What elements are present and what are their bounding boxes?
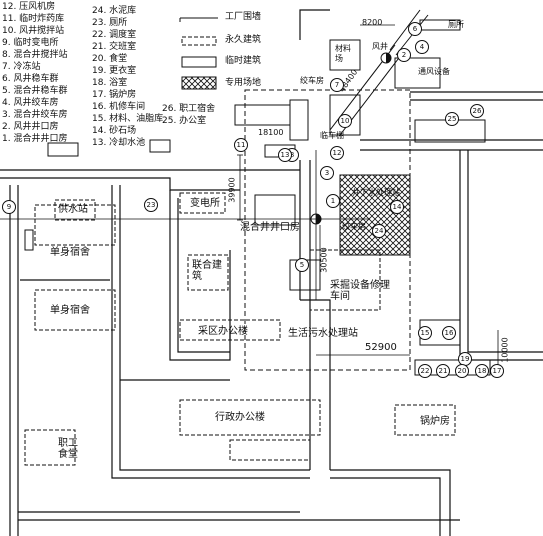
legend-item: 15. 材料、油脂库 (92, 114, 164, 124)
temporary-legend-label: 临时建筑 (225, 56, 262, 66)
marker-18: 18 (475, 364, 489, 378)
marker-21: 21 (436, 364, 450, 378)
dim-10000: 10000 (500, 337, 510, 363)
legend-item: 9. 临时变电所 (2, 38, 59, 48)
marker-12: 12 (330, 146, 344, 160)
legend-item: 19. 更衣室 (92, 66, 137, 76)
marker-2: 2 (397, 48, 411, 62)
marker-24: 24 (372, 224, 386, 238)
legend-item: 11. 临时炸药库 (2, 14, 65, 24)
legend-item: 25. 办公室 (162, 116, 207, 126)
permanent-legend-label: 永久建筑 (225, 35, 262, 45)
marker-6: 6 (408, 22, 422, 36)
fence-legend-label: 工厂围墙 (225, 12, 262, 22)
dim-39900: 39900 (227, 177, 237, 203)
label-mixed-shaft-house: 混合井井口房 (240, 222, 300, 233)
legend-item: 13. 冷却水池 (92, 138, 146, 148)
legend-item: 2. 风井井口房 (2, 122, 59, 132)
label-dorm-1: 单身宿舍 (50, 247, 90, 258)
label-winch-room: 绞车房 (342, 222, 366, 231)
label-canteen: 职工食堂 (58, 438, 78, 460)
label-boiler: 锅炉房 (420, 416, 450, 427)
label-shed-vertical: 井下水处理站 (352, 188, 400, 197)
legend-item: 5. 混合井稳车群 (2, 86, 68, 96)
marker-9: 9 (2, 200, 16, 214)
legend-item: 17. 锅炉房 (92, 90, 137, 100)
label-toilet: 厕所 (448, 20, 464, 29)
legend-item: 22. 调度室 (92, 30, 137, 40)
marker-14: 14 (390, 200, 404, 214)
legend-item: 14. 砂石场 (92, 126, 137, 136)
legend-item: 3. 混合井绞车房 (2, 110, 68, 120)
marker-22: 22 (418, 364, 432, 378)
marker-1: 1 (326, 194, 340, 208)
label-substation: 变电所 (190, 198, 220, 209)
label-water-station: 供水站 (58, 204, 88, 215)
legend-item: 12. 压风机房 (2, 2, 56, 12)
dim-18100: 18100 (258, 128, 284, 137)
dim-30500: 30500 (319, 247, 329, 273)
marker-4: 4 (415, 40, 429, 54)
marker-17: 17 (490, 364, 504, 378)
legend-item: 26. 职工宿舍 (162, 104, 216, 114)
label-wind-shaft: 风井 (372, 42, 388, 51)
dim-8200: 8200 (362, 18, 383, 27)
label-district-office: 采区办公楼 (198, 326, 248, 337)
legend-item: 24. 水泥库 (92, 6, 137, 16)
label-joint-building: 联合建筑 (192, 260, 222, 282)
legend-item: 6. 风井稳车群 (2, 74, 59, 84)
legend-item: 21. 交班室 (92, 42, 137, 52)
label-sewage: 生活污水处理站 (288, 328, 358, 339)
label-admin-office: 行政办公楼 (215, 412, 265, 423)
marker-10: 10 (338, 114, 352, 128)
legend-item: 4. 风井绞车房 (2, 98, 59, 108)
marker-15: 15 (418, 326, 432, 340)
marker-7: 7 (330, 78, 344, 92)
marker-13: 13 (278, 148, 292, 162)
legend-item: 16. 机修车间 (92, 102, 146, 112)
marker-11: 11 (234, 138, 248, 152)
legend-item: 18. 浴室 (92, 78, 128, 88)
legend-item: 20. 食堂 (92, 54, 128, 64)
marker-5: 5 (295, 258, 309, 272)
label-dorm-2: 单身宿舍 (50, 305, 90, 316)
legend-item: 8. 混合井搅拌站 (2, 50, 68, 60)
marker-23: 23 (144, 198, 158, 212)
marker-26: 26 (470, 104, 484, 118)
legend-item: 23. 厕所 (92, 18, 128, 28)
marker-25: 25 (445, 112, 459, 126)
label-winch-shed: 绞车房 (300, 76, 324, 85)
label-pit-shed: 临车棚 (320, 131, 344, 140)
legend-item: 10. 风井搅拌站 (2, 26, 65, 36)
label-mining-repair: 采掘设备修理车间 (330, 280, 390, 302)
legend-item: 1. 混合井井口房 (2, 134, 68, 144)
marker-20: 20 (455, 364, 469, 378)
dim-52900: 52900 (365, 342, 397, 353)
marker-3: 3 (320, 166, 334, 180)
label-ventilation: 通风设备 (418, 67, 450, 76)
dedicated-legend-label: 专用场地 (225, 78, 262, 88)
marker-16: 16 (442, 326, 456, 340)
legend-item: 7. 冷冻站 (2, 62, 41, 72)
label-materials-yard: 材料场 (335, 44, 351, 63)
